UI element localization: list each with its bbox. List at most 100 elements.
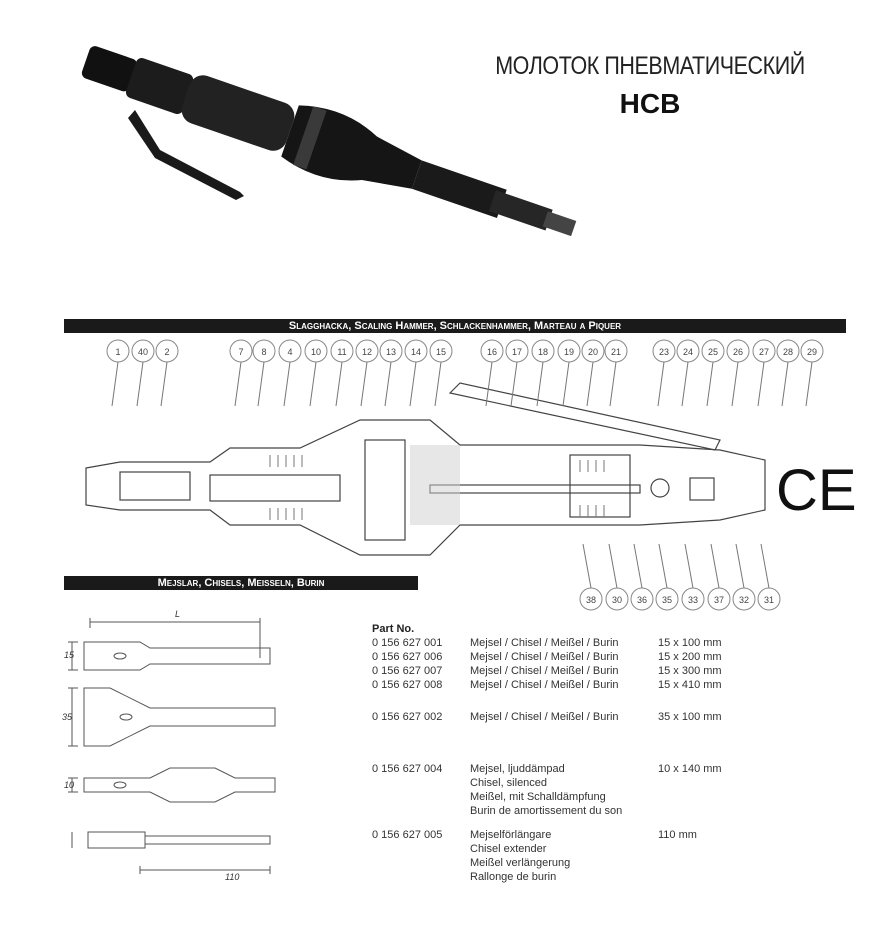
svg-text:40: 40 — [138, 347, 148, 357]
svg-text:18: 18 — [538, 347, 548, 357]
chisel-15 — [83, 641, 271, 671]
svg-text:31: 31 — [764, 595, 774, 605]
callout-36: 36 — [630, 543, 654, 611]
svg-text:25: 25 — [708, 347, 718, 357]
part-number: 0 156 627 001 — [372, 637, 443, 649]
svg-text:19: 19 — [564, 347, 574, 357]
svg-text:23: 23 — [659, 347, 669, 357]
part-description: Chisel, silenced — [470, 777, 548, 789]
svg-text:4: 4 — [287, 347, 292, 357]
svg-text:2: 2 — [164, 347, 169, 357]
chisel-35 — [83, 687, 276, 747]
svg-text:1: 1 — [115, 347, 120, 357]
dim-35: 35 — [62, 712, 73, 722]
svg-text:17: 17 — [512, 347, 522, 357]
svg-text:24: 24 — [683, 347, 693, 357]
callout-31: 31 — [757, 543, 781, 611]
callout-30: 30 — [605, 543, 629, 611]
svg-text:8: 8 — [261, 347, 266, 357]
part-description: Mejsel, ljuddämpad — [470, 763, 565, 775]
callout-29: 29 — [800, 339, 824, 407]
svg-text:32: 32 — [739, 595, 749, 605]
callout-23: 23 — [652, 339, 676, 407]
callout-10: 10 — [304, 339, 328, 407]
part-number: 0 156 627 006 — [372, 651, 443, 663]
svg-text:20: 20 — [588, 347, 598, 357]
part-description: Mejselförlängare — [470, 829, 552, 841]
ce-mark: CE — [776, 458, 857, 523]
svg-text:33: 33 — [688, 595, 698, 605]
part-number: 0 156 627 004 — [372, 763, 443, 775]
callout-17: 17 — [505, 339, 529, 407]
part-number: 0 156 627 005 — [372, 829, 443, 841]
part-description: Mejsel / Chisel / Meißel / Burin — [470, 679, 619, 691]
part-size: 15 x 200 mm — [658, 651, 722, 663]
svg-text:12: 12 — [362, 347, 372, 357]
page-title: МОЛОТОК ПНЕВМАТИЧЕСКИЙ — [495, 52, 805, 80]
dim-length: L — [175, 609, 181, 619]
chisel-extender — [87, 831, 271, 849]
svg-text:28: 28 — [783, 347, 793, 357]
callout-32: 32 — [732, 543, 756, 611]
callout-11: 11 — [330, 339, 354, 407]
part-size: 35 x 100 mm — [658, 711, 722, 723]
part-number: 0 156 627 008 — [372, 679, 443, 691]
svg-text:10: 10 — [311, 347, 321, 357]
part-size: 15 x 300 mm — [658, 665, 722, 677]
svg-text:37: 37 — [714, 595, 724, 605]
part-description: Mejsel / Chisel / Meißel / Burin — [470, 665, 619, 677]
part-description: Chisel extender — [470, 843, 547, 855]
callout-25: 25 — [701, 339, 725, 407]
svg-text:38: 38 — [586, 595, 596, 605]
svg-text:21: 21 — [611, 347, 621, 357]
part-number: 0 156 627 007 — [372, 665, 443, 677]
callout-14: 14 — [404, 339, 428, 407]
section-header-chisels: Mejslar, Chisels, Meißeln, Burin — [64, 576, 418, 590]
part-size: 10 x 140 mm — [658, 763, 722, 775]
svg-text:11: 11 — [337, 347, 346, 357]
callout-37: 37 — [707, 543, 731, 611]
part-no-header: Part No. — [372, 623, 415, 635]
dim-10: 10 — [64, 780, 75, 790]
callout-33: 33 — [681, 543, 705, 611]
part-description: Rallonge de burin — [470, 871, 557, 883]
dim-110: 110 — [225, 872, 240, 882]
callout-19: 19 — [557, 339, 581, 407]
svg-text:16: 16 — [487, 347, 497, 357]
dim-15: 15 — [64, 650, 75, 660]
callout-28: 28 — [776, 339, 800, 407]
callout-1: 1 — [106, 339, 130, 407]
callout-2: 2 — [155, 339, 179, 407]
callout-20: 20 — [581, 339, 605, 407]
callout-12: 12 — [355, 339, 379, 407]
svg-text:15: 15 — [436, 347, 446, 357]
callout-27: 27 — [752, 339, 776, 407]
svg-text:29: 29 — [807, 347, 817, 357]
part-number: 0 156 627 002 — [372, 711, 443, 723]
callout-40: 40 — [131, 339, 155, 407]
callout-26: 26 — [726, 339, 750, 407]
svg-text:14: 14 — [411, 347, 421, 357]
callout-16: 16 — [480, 339, 504, 407]
model-name: НСВ — [619, 88, 681, 119]
part-description: Meißel verlängerung — [470, 857, 571, 869]
part-size: 110 mm — [658, 829, 697, 841]
callout-4: 4 — [278, 339, 302, 407]
svg-text:26: 26 — [733, 347, 743, 357]
svg-text:35: 35 — [662, 595, 672, 605]
svg-text:30: 30 — [612, 595, 622, 605]
part-description: Burin de amortissement du son — [470, 805, 623, 817]
callout-38: 38 — [579, 543, 603, 611]
part-description: Mejsel / Chisel / Meißel / Burin — [470, 651, 619, 663]
callout-13: 13 — [379, 339, 403, 407]
chisel-silenced — [83, 767, 276, 803]
callout-35: 35 — [655, 543, 679, 611]
callout-8: 8 — [252, 339, 276, 407]
part-size: 15 x 100 mm — [658, 637, 722, 649]
callout-7: 7 — [229, 339, 253, 407]
svg-text:7: 7 — [238, 347, 243, 357]
callout-21: 21 — [604, 339, 628, 407]
